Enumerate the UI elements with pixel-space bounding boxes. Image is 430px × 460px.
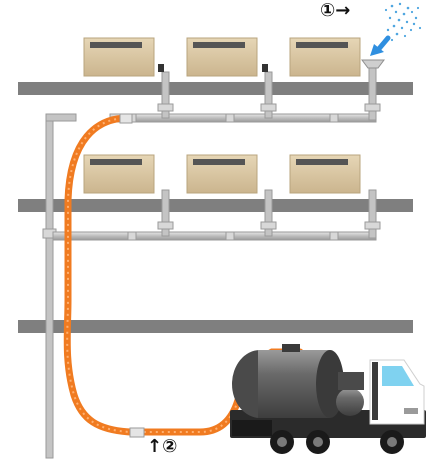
arrow-icon xyxy=(370,35,391,56)
middle-unit-1 xyxy=(83,154,155,194)
upper-unit-1 xyxy=(83,37,155,77)
shelf-middle xyxy=(18,199,413,212)
riser-pipe xyxy=(42,113,77,459)
middle-unit-2 xyxy=(186,154,258,194)
drain-inlet xyxy=(361,59,385,69)
vacuum-truck-icon xyxy=(230,344,426,454)
shelf-upper xyxy=(18,82,413,95)
middle-unit-3 xyxy=(289,154,361,194)
suction-point-label: ①→ xyxy=(320,0,351,21)
spray-icon xyxy=(384,2,422,42)
hose-connection-label: ↑② xyxy=(147,436,178,457)
upper-unit-3 xyxy=(289,37,361,77)
upper-unit-2-foot xyxy=(262,64,268,72)
upper-unit-2 xyxy=(186,37,258,77)
shelf-lower xyxy=(18,320,413,333)
middle-header-pipe xyxy=(52,189,381,241)
upper-unit-1-foot xyxy=(158,64,164,72)
